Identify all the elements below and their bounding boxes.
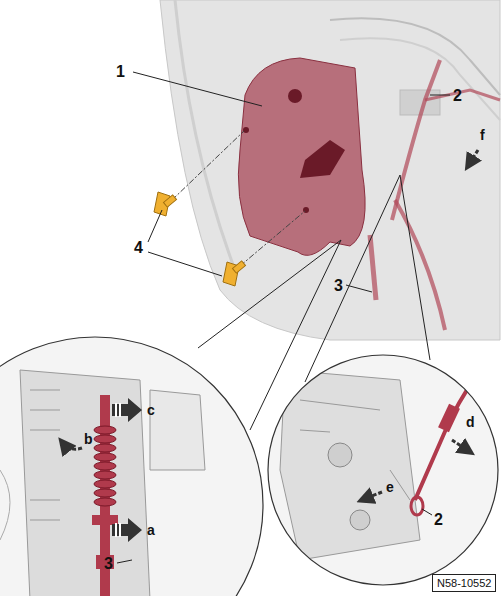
cables bbox=[370, 60, 500, 330]
callout-label: 2 bbox=[453, 88, 462, 104]
callout-label: 2 bbox=[434, 512, 443, 528]
callout-label: 3 bbox=[104, 556, 113, 572]
reference-box: N58-10552 bbox=[432, 574, 496, 592]
callout-label: 3 bbox=[334, 278, 343, 294]
right-inset bbox=[265, 345, 501, 590]
callout-label: b bbox=[84, 432, 93, 446]
callout-label: f bbox=[480, 128, 485, 142]
body-panel bbox=[160, 0, 500, 340]
direction-arrow bbox=[468, 150, 478, 166]
callout-label: e bbox=[386, 480, 394, 494]
callout-label: c bbox=[147, 403, 155, 417]
callout-label: 1 bbox=[116, 64, 125, 80]
callout-label: d bbox=[466, 415, 475, 429]
reference-number: N58-10552 bbox=[437, 577, 491, 589]
screws bbox=[154, 131, 305, 286]
callout-label: 4 bbox=[134, 240, 143, 256]
lock-unit bbox=[238, 58, 365, 255]
left-inset bbox=[0, 330, 270, 596]
callout-label: a bbox=[147, 523, 155, 537]
